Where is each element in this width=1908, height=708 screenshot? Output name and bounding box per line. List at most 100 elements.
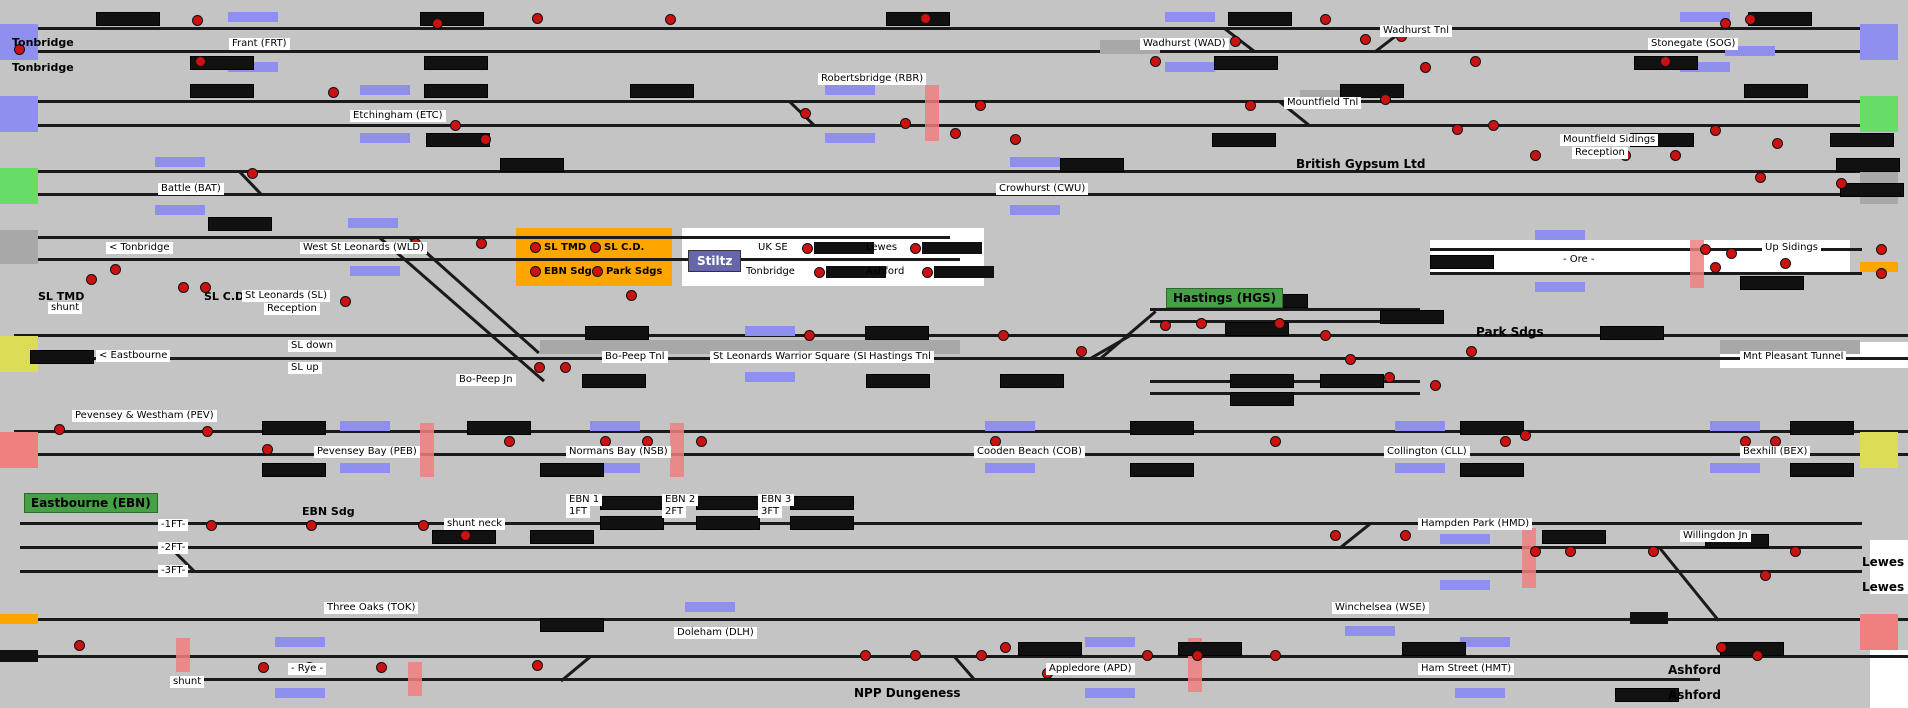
signal-red-icon[interactable] bbox=[258, 662, 269, 673]
signal-red-icon[interactable] bbox=[1488, 120, 1499, 131]
signal-red-icon[interactable] bbox=[1716, 642, 1727, 653]
signal-red-icon[interactable] bbox=[998, 330, 1009, 341]
signal-red-icon[interactable] bbox=[1836, 178, 1847, 189]
signal-red-icon[interactable] bbox=[910, 650, 921, 661]
signal-red-icon[interactable] bbox=[1760, 570, 1771, 581]
signal-red-icon[interactable] bbox=[432, 18, 443, 29]
signal-red-icon[interactable] bbox=[1320, 330, 1331, 341]
signal-red-icon[interactable] bbox=[1360, 34, 1371, 45]
signal-red-icon[interactable] bbox=[1710, 125, 1721, 136]
signal-red-icon[interactable] bbox=[1010, 134, 1021, 145]
signal-red-icon[interactable] bbox=[1150, 56, 1161, 67]
signal-red-icon[interactable] bbox=[1452, 124, 1463, 135]
signal-red-icon[interactable] bbox=[178, 282, 189, 293]
signal-red-icon[interactable] bbox=[1720, 18, 1731, 29]
signal-red-icon[interactable] bbox=[800, 108, 811, 119]
signal-red-icon[interactable] bbox=[1196, 318, 1207, 329]
signal-red-icon[interactable] bbox=[1320, 14, 1331, 25]
signal-red-icon[interactable] bbox=[1772, 138, 1783, 149]
signal-red-icon[interactable] bbox=[1752, 650, 1763, 661]
panel-link-label[interactable]: Ashford bbox=[866, 266, 994, 278]
signal-red-icon[interactable] bbox=[1565, 546, 1576, 557]
signal-red-icon[interactable] bbox=[1384, 372, 1395, 383]
signal-red-icon[interactable] bbox=[1755, 172, 1766, 183]
signal-red-icon[interactable] bbox=[1000, 642, 1011, 653]
signal-red-icon[interactable] bbox=[192, 15, 203, 26]
signal-red-icon[interactable] bbox=[1192, 650, 1203, 661]
signal-red-icon[interactable] bbox=[1330, 530, 1341, 541]
signal-red-icon[interactable] bbox=[534, 362, 545, 373]
signal-red-icon[interactable] bbox=[1520, 430, 1531, 441]
signal-red-icon[interactable] bbox=[1500, 436, 1511, 447]
signal-red-icon[interactable] bbox=[1648, 546, 1659, 557]
signal-red-icon[interactable] bbox=[1530, 150, 1541, 161]
station-name-box[interactable]: Hastings (HGS) bbox=[1166, 288, 1284, 308]
signal-red-icon[interactable] bbox=[54, 424, 65, 435]
signal-red-icon[interactable] bbox=[1466, 346, 1477, 357]
signal-red-icon[interactable] bbox=[1700, 244, 1711, 255]
signal-red-icon[interactable] bbox=[804, 330, 815, 341]
signal-red-icon[interactable] bbox=[1745, 14, 1756, 25]
signal-red-icon[interactable] bbox=[1380, 94, 1391, 105]
signal-red-icon[interactable] bbox=[1345, 354, 1356, 365]
signal-red-icon[interactable] bbox=[1530, 546, 1541, 557]
signal-red-icon[interactable] bbox=[920, 13, 931, 24]
signal-red-icon[interactable] bbox=[1420, 62, 1431, 73]
signal-red-icon[interactable] bbox=[1230, 36, 1241, 47]
signal-red-icon[interactable] bbox=[1400, 530, 1411, 541]
signal-red-icon[interactable] bbox=[560, 362, 571, 373]
signal-red-icon[interactable] bbox=[195, 56, 206, 67]
signal-red-icon[interactable] bbox=[950, 128, 961, 139]
signal-red-icon[interactable] bbox=[975, 100, 986, 111]
signal-red-icon[interactable] bbox=[200, 282, 211, 293]
signal-red-icon[interactable] bbox=[1710, 262, 1721, 273]
signal-red-icon[interactable] bbox=[1160, 320, 1171, 331]
signal-red-icon[interactable] bbox=[247, 168, 258, 179]
shortcut-button[interactable]: EBN Sdg bbox=[530, 266, 592, 277]
shortcut-button[interactable]: Park Sdgs bbox=[592, 266, 662, 277]
signal-red-icon[interactable] bbox=[206, 520, 217, 531]
signal-red-icon[interactable] bbox=[1270, 436, 1281, 447]
panel-link-label[interactable]: Lewes bbox=[866, 242, 982, 254]
signal-red-icon[interactable] bbox=[1274, 318, 1285, 329]
signal-red-icon[interactable] bbox=[1790, 546, 1801, 557]
signal-red-icon[interactable] bbox=[460, 530, 471, 541]
signal-red-icon[interactable] bbox=[1780, 258, 1791, 269]
signal-red-icon[interactable] bbox=[480, 134, 491, 145]
signal-red-icon[interactable] bbox=[1076, 346, 1087, 357]
panel-link-label[interactable]: Tonbridge bbox=[746, 266, 886, 278]
signal-red-icon[interactable] bbox=[1660, 56, 1671, 67]
panel-link-label[interactable]: UK SE bbox=[758, 242, 874, 254]
signal-red-icon[interactable] bbox=[1430, 380, 1441, 391]
signal-red-icon[interactable] bbox=[1876, 244, 1887, 255]
signal-red-icon[interactable] bbox=[1726, 248, 1737, 259]
station-name-box[interactable]: Eastbourne (EBN) bbox=[24, 493, 158, 513]
signal-red-icon[interactable] bbox=[696, 436, 707, 447]
signal-red-icon[interactable] bbox=[306, 520, 317, 531]
signal-red-icon[interactable] bbox=[532, 660, 543, 671]
signal-red-icon[interactable] bbox=[450, 120, 461, 131]
signal-red-icon[interactable] bbox=[376, 662, 387, 673]
signal-red-icon[interactable] bbox=[665, 14, 676, 25]
signal-red-icon[interactable] bbox=[14, 44, 25, 55]
stiltz-button[interactable]: Stiltz bbox=[688, 250, 742, 272]
signal-red-icon[interactable] bbox=[1270, 650, 1281, 661]
signal-red-icon[interactable] bbox=[476, 238, 487, 249]
signal-red-icon[interactable] bbox=[504, 436, 515, 447]
signal-red-icon[interactable] bbox=[976, 650, 987, 661]
signal-red-icon[interactable] bbox=[74, 640, 85, 651]
signal-red-icon[interactable] bbox=[340, 296, 351, 307]
signal-red-icon[interactable] bbox=[626, 290, 637, 301]
signal-red-icon[interactable] bbox=[1470, 56, 1481, 67]
signal-red-icon[interactable] bbox=[1670, 150, 1681, 161]
signal-red-icon[interactable] bbox=[262, 444, 273, 455]
shortcut-button[interactable]: SL C.D. bbox=[590, 242, 644, 253]
signal-red-icon[interactable] bbox=[860, 650, 871, 661]
signal-red-icon[interactable] bbox=[202, 426, 213, 437]
signal-red-icon[interactable] bbox=[418, 520, 429, 531]
signal-red-icon[interactable] bbox=[328, 87, 339, 98]
signal-red-icon[interactable] bbox=[900, 118, 911, 129]
signal-red-icon[interactable] bbox=[532, 13, 543, 24]
signal-red-icon[interactable] bbox=[1876, 268, 1887, 279]
signal-red-icon[interactable] bbox=[1245, 100, 1256, 111]
